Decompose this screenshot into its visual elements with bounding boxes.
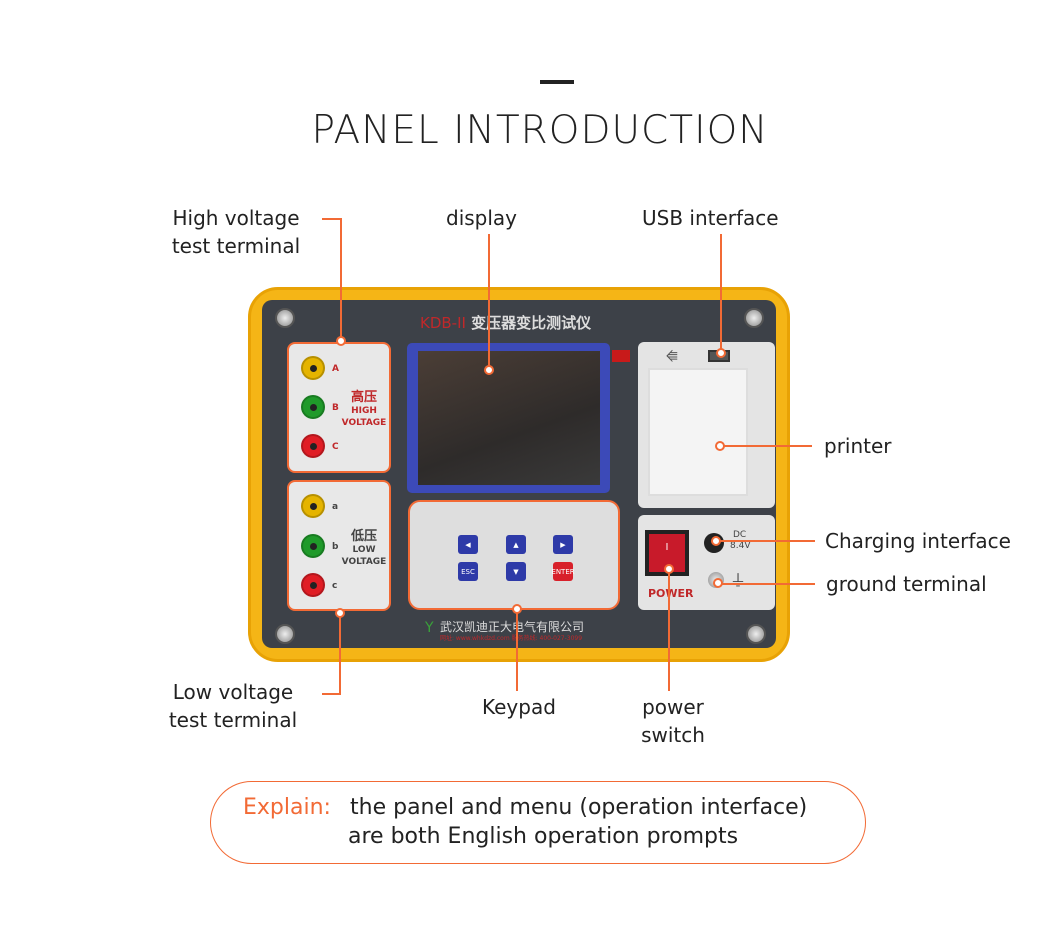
leader-line <box>340 218 342 341</box>
leader-line <box>516 608 518 691</box>
terminal-jack-c[interactable] <box>301 573 325 597</box>
right-arrow-key[interactable]: ▶ <box>553 535 573 554</box>
leader-dot <box>484 365 494 375</box>
terminal-label: B <box>332 403 339 413</box>
callout-text: switch <box>641 723 705 747</box>
hv-label-en: HIGH <box>351 406 377 416</box>
screw-icon <box>746 624 766 644</box>
leader-dot <box>336 336 346 346</box>
lv-label-en: VOLTAGE <box>341 557 387 567</box>
callout-text: test terminal <box>168 708 298 732</box>
terminal-jack-a[interactable] <box>301 494 325 518</box>
callout-text: Low voltage <box>172 680 294 704</box>
leader-dot <box>664 564 674 574</box>
up-arrow-key[interactable]: ▲ <box>506 535 526 554</box>
screw-icon <box>275 308 295 328</box>
leader-dot <box>335 608 345 618</box>
callout-display: display <box>446 206 518 230</box>
callout-charging: Charging interface <box>825 529 1011 553</box>
leader-line <box>718 583 815 585</box>
callout-text: power <box>642 695 704 719</box>
hv-terminal-panel: A B C 高压 HIGH VOLTAGE <box>287 342 391 473</box>
terminal-label: c <box>332 581 338 591</box>
terminal-label: a <box>332 502 339 512</box>
explain-label: Explain: <box>243 795 331 820</box>
leader-line <box>720 234 722 353</box>
display-frame <box>407 343 610 493</box>
device-name: 变压器变比测试仪 <box>471 314 592 332</box>
leader-line <box>668 568 670 691</box>
printer-panel: ⭅ <box>638 342 775 508</box>
dc-voltage-label: 8.4V <box>730 541 751 551</box>
explain-note: Explain: the panel and menu (operation i… <box>210 781 866 864</box>
terminal-jack-b[interactable] <box>301 534 325 558</box>
keypad: ◀ ▲ ▶ ESC ▼ ENTER <box>408 500 620 610</box>
enter-key[interactable]: ENTER <box>551 562 575 581</box>
terminal-label: C <box>332 442 339 452</box>
callout-power: power switch <box>636 693 710 749</box>
callout-lv: Low voltage test terminal <box>160 678 306 734</box>
screw-icon <box>744 308 764 328</box>
screw-icon <box>275 624 295 644</box>
terminal-label: A <box>332 364 339 374</box>
leader-line <box>339 613 341 695</box>
callout-text: High voltage <box>172 206 300 230</box>
leader-dot <box>713 578 723 588</box>
lv-label-cn: 低压 <box>350 529 377 544</box>
leader-dot <box>512 604 522 614</box>
callout-keypad: Keypad <box>482 695 556 719</box>
company-logo-icon: Y <box>425 620 434 636</box>
callout-ground: ground terminal <box>826 572 987 596</box>
company-footer: 网址: www.whkdzd.com 服务热线: 400-027-3099 <box>440 635 583 642</box>
leader-line <box>716 540 815 542</box>
leader-line <box>322 693 341 695</box>
callout-hv: High voltage test terminal <box>164 204 308 260</box>
lv-label-en: LOW <box>352 545 376 555</box>
power-label: POWER <box>648 587 694 600</box>
indicator-light <box>612 350 630 362</box>
terminal-label: b <box>332 542 339 552</box>
usb-icon: ⭅ <box>666 350 678 365</box>
ground-icon: ⏚ <box>730 571 747 590</box>
printer-cover[interactable] <box>648 368 748 496</box>
callout-text: test terminal <box>171 234 301 258</box>
leader-dot <box>715 441 725 451</box>
title-dash <box>540 80 574 84</box>
terminal-jack-a[interactable] <box>301 356 325 380</box>
power-panel: I POWER DC 8.4V ⏚ <box>638 515 775 610</box>
explain-text: are both English operation prompts <box>348 824 739 849</box>
hv-label-cn: 高压 <box>350 390 377 405</box>
model: KDB-II <box>420 314 466 332</box>
callout-printer: printer <box>824 434 892 458</box>
explain-text: the panel and menu (operation interface) <box>350 795 808 820</box>
left-arrow-key[interactable]: ◀ <box>458 535 478 554</box>
hv-label-en: VOLTAGE <box>341 418 387 428</box>
company-name: 武汉凯迪正大电气有限公司 <box>440 620 585 634</box>
device-title: KDB-II 变压器变比测试仪 <box>420 312 591 333</box>
terminal-jack-b[interactable] <box>301 395 325 419</box>
dc-label: DC <box>733 530 747 540</box>
lv-terminal-panel: a b c 低压 LOW VOLTAGE <box>287 480 391 611</box>
page-title: PANEL INTRODUCTION <box>311 108 769 153</box>
callout-usb: USB interface <box>642 206 779 230</box>
esc-key[interactable]: ESC <box>458 562 478 581</box>
leader-dot <box>711 536 721 546</box>
terminal-jack-c[interactable] <box>301 434 325 458</box>
down-arrow-key[interactable]: ▼ <box>506 562 526 581</box>
lcd-screen <box>418 351 600 485</box>
leader-line <box>322 218 342 220</box>
leader-line <box>488 234 490 370</box>
leader-line <box>720 445 812 447</box>
leader-dot <box>716 348 726 358</box>
